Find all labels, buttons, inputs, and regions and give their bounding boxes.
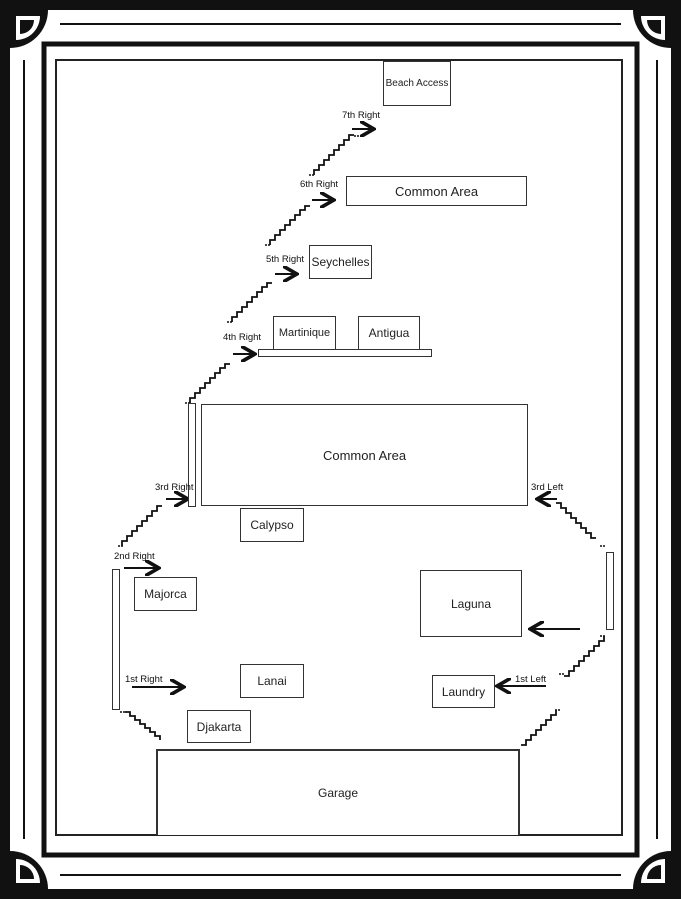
corner-quarter-circle-icon xyxy=(10,851,48,889)
room-calypso[interactable]: Calypso xyxy=(240,508,304,542)
corner-quarter-circle-icon xyxy=(10,10,48,48)
label-first-right: 1st Right xyxy=(125,674,163,685)
stair-icon xyxy=(269,205,310,245)
stair-icon xyxy=(521,710,557,746)
label-first-left: 1st Left xyxy=(515,674,547,685)
room-laguna[interactable]: Laguna xyxy=(420,570,522,637)
stair-icon xyxy=(125,711,161,740)
stair-icon xyxy=(121,505,162,546)
balcony-rail xyxy=(258,349,432,357)
label-third-right: 3rd Right xyxy=(155,482,194,493)
room-seychelles[interactable]: Seychelles xyxy=(309,245,372,279)
stair-icon xyxy=(556,502,596,539)
room-antigua[interactable]: Antigua xyxy=(358,316,420,350)
right-wall-rail xyxy=(606,552,614,630)
room-martinique[interactable]: Martinique xyxy=(273,316,336,350)
room-common-area-main[interactable]: Common Area xyxy=(201,404,528,506)
label-fifth-right: 5th Right xyxy=(266,254,305,265)
label-second-right: 2nd Right xyxy=(114,551,155,562)
corner-quarter-circle-icon xyxy=(633,851,671,889)
room-beach-access[interactable]: Beach Access xyxy=(383,61,451,106)
room-majorca[interactable]: Majorca xyxy=(134,577,197,611)
stair-icon xyxy=(189,363,230,403)
room-lanai[interactable]: Lanai xyxy=(240,664,304,698)
room-garage[interactable]: Garage xyxy=(156,749,520,835)
room-djakarta[interactable]: Djakarta xyxy=(187,710,251,743)
label-third-left: 3rd Left xyxy=(531,482,564,493)
corner-quarter-circle-icon xyxy=(633,10,671,48)
stair-icon xyxy=(231,282,272,322)
left-wall-rail xyxy=(112,569,120,710)
room-laundry[interactable]: Laundry xyxy=(432,675,495,708)
stair-icon xyxy=(564,636,605,677)
room-common-area-top[interactable]: Common Area xyxy=(346,176,527,206)
stair-icon xyxy=(313,134,354,175)
stair-dots xyxy=(118,135,605,713)
label-sixth-right: 6th Right xyxy=(300,179,339,190)
common-area-side-rail xyxy=(188,403,196,507)
label-fourth-right: 4th Right xyxy=(223,332,262,343)
label-seventh-right: 7th Right xyxy=(342,110,381,121)
arrows-group xyxy=(124,129,580,687)
